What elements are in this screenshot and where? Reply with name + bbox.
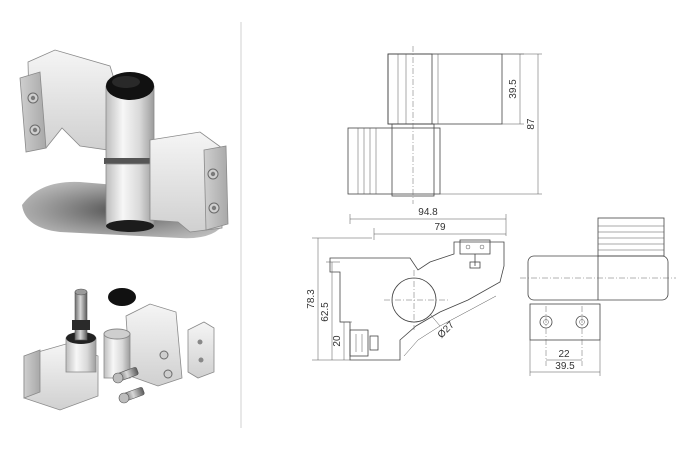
hinge-barrel-lower — [105, 163, 155, 227]
lower-leaf-side-plate — [203, 145, 229, 231]
screw-hole-icon — [159, 350, 169, 360]
barrel-cap-exploded-icon — [108, 288, 136, 306]
dim-79: 79 — [434, 222, 446, 233]
dim-39-5-upper: 39.5 — [508, 79, 519, 99]
screw-hole-icon — [30, 95, 36, 101]
exploded-leaf-side — [23, 349, 41, 399]
hinge-3d-exploded — [23, 288, 215, 411]
barrel-ring — [104, 158, 156, 164]
dim-20: 20 — [332, 335, 343, 347]
dim-94-8: 94.8 — [418, 207, 438, 218]
dim-78-3: 78.3 — [306, 289, 317, 309]
dim-39-5-lower: 39.5 — [555, 361, 575, 372]
drawing-section-view: 94.8 79 Ø27 78.3 62.5 20 — [306, 207, 507, 361]
hinge-pin — [74, 291, 88, 341]
exploded-upper-knuckle-top — [103, 328, 131, 340]
pin-bushing — [72, 320, 90, 330]
hinge-pin-top — [74, 288, 88, 296]
dim-phi27: Ø27 — [436, 319, 457, 340]
dim-62-5: 62.5 — [320, 302, 331, 322]
barrel-cap-highlight — [112, 76, 140, 88]
screw-icon — [112, 367, 139, 384]
screw-hole-icon — [198, 357, 204, 363]
screw-hole-icon — [211, 205, 217, 211]
drawing-end-view: 22 39.5 — [520, 217, 676, 376]
screw-hole-icon — [210, 171, 216, 177]
screw-hole-icon — [163, 369, 173, 379]
hinge-3d-assembled — [19, 49, 229, 239]
dim-87: 87 — [526, 118, 537, 130]
screw-icon — [118, 387, 145, 404]
screw-hole-icon — [197, 339, 203, 345]
screw-hole-icon — [32, 127, 38, 133]
barrel-bottom — [106, 220, 154, 232]
drawing-top-elevation: 39.5 87 — [347, 46, 542, 204]
dim-22: 22 — [558, 349, 570, 360]
exploded-clip-plate — [187, 321, 215, 379]
